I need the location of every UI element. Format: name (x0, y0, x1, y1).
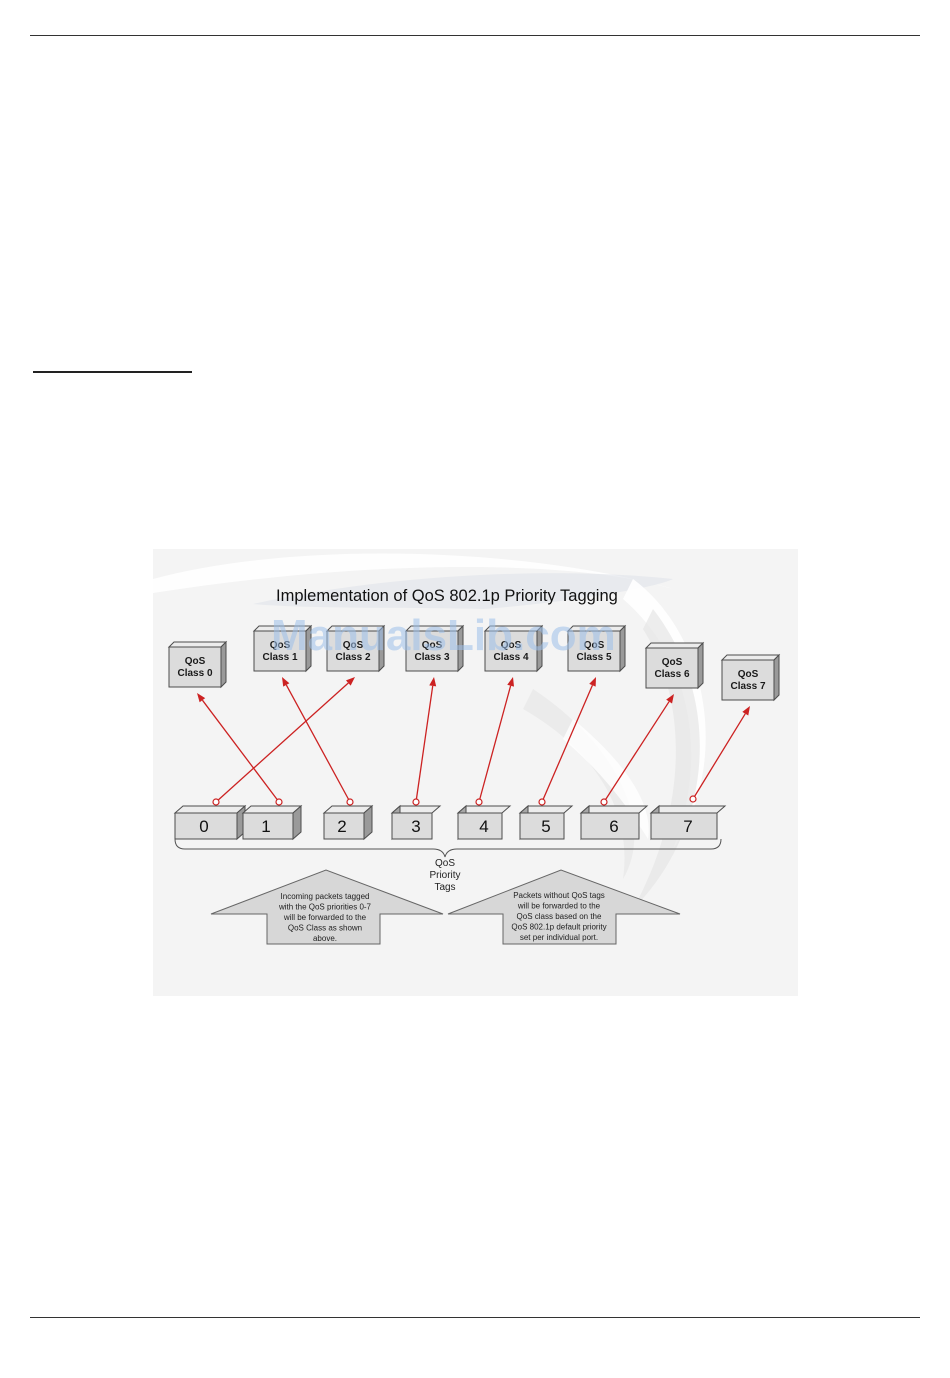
figure-title: Implementation of QoS 802.1p Priority Ta… (276, 587, 618, 605)
qos-class-2-line2: Class 2 (335, 652, 370, 663)
priority-tag-1-label: 1 (261, 817, 270, 836)
priority-tag-5-label: 5 (541, 817, 550, 836)
qos-class-1-line2: Class 1 (262, 652, 297, 663)
arrow-tag-2-to-class-1 (282, 677, 354, 806)
qos-class-2-line1: QoS (343, 640, 364, 651)
right-note-line3: QoS class based on the (517, 912, 602, 921)
header-rule (30, 35, 920, 36)
qos-class-0-line2: Class 0 (177, 668, 212, 679)
right-note-line5: set per individual port. (520, 933, 598, 942)
left-up-arrow (210, 869, 444, 945)
tags-caption-line1: QoS (435, 858, 455, 869)
tags-caption-line2: Priority (429, 870, 460, 881)
priority-tag-0-box: 0 (173, 804, 247, 841)
qos-class-5-line2: Class 5 (576, 652, 611, 663)
left-note-line4: QoS Class as shown (288, 924, 362, 933)
right-note-text: Packets without QoS tags will be forwarde… (511, 891, 606, 942)
priority-tag-boxes: 0 1 2 3 4 5 6 7 (173, 804, 727, 841)
qos-priority-tagging-figure: Implementation of QoS 802.1p Priority Ta… (153, 549, 798, 996)
arrow-tag-5-to-class-5 (538, 677, 596, 806)
qos-class-4-line2: Class 4 (493, 652, 528, 663)
priority-tag-2-label: 2 (337, 817, 346, 836)
priority-tag-4-box: 4 (456, 804, 512, 841)
left-note-line3: will be forwarded to the (283, 913, 367, 922)
tags-brace (174, 838, 722, 858)
right-note-line4: QoS 802.1p default priority (511, 923, 606, 932)
right-note-line1: Packets without QoS tags (513, 891, 605, 900)
left-note-line2: with the QoS priorities 0-7 (278, 903, 372, 912)
qos-class-3-line1: QoS (422, 640, 443, 651)
priority-tag-3-box: 3 (390, 804, 442, 841)
right-note-line2: will be forwarded to the (517, 902, 601, 911)
priority-tag-3-label: 3 (411, 817, 420, 836)
arrow-tag-0-to-class-2 (212, 677, 355, 806)
priority-tag-0-label: 0 (199, 817, 208, 836)
mapping-arrows (197, 677, 750, 806)
priority-tag-5-box: 5 (518, 804, 574, 841)
qos-class-4-line1: QoS (501, 640, 522, 651)
priority-tag-7-label: 7 (683, 817, 692, 836)
priority-tag-2-box: 2 (322, 804, 374, 841)
right-up-arrow (447, 869, 681, 945)
arrow-tag-4-to-class-4 (475, 677, 515, 806)
tags-caption-line3: Tags (434, 882, 455, 893)
qos-class-7-line2: Class 7 (730, 681, 765, 692)
arrow-tag-7-to-class-7 (689, 706, 750, 803)
footer-rule (30, 1317, 920, 1318)
left-note-line1: Incoming packets tagged (281, 892, 370, 901)
arrow-tag-3-to-class-3 (412, 677, 437, 806)
qos-class-6-line1: QoS (662, 657, 683, 668)
arrow-tag-1-to-class-0 (197, 693, 283, 806)
left-note-text: Incoming packets tagged with the QoS prio… (278, 892, 372, 943)
priority-tag-1-box: 1 (241, 804, 303, 841)
left-note-line5: above. (313, 934, 337, 943)
priority-tag-6-box: 6 (579, 804, 649, 841)
qos-class-3-line2: Class 3 (414, 652, 449, 663)
qos-class-0-line1: QoS (185, 656, 206, 667)
arrow-tag-6-to-class-6 (600, 694, 674, 806)
section-heading-underline (33, 371, 192, 373)
priority-tag-4-label: 4 (479, 817, 488, 836)
qos-class-7-line1: QoS (738, 669, 759, 680)
priority-tag-6-label: 6 (609, 817, 618, 836)
priority-tag-7-box: 7 (649, 804, 727, 841)
qos-class-5-line1: QoS (584, 640, 605, 651)
qos-class-6-line2: Class 6 (654, 669, 689, 680)
watermark: ManualsLib.com (271, 611, 616, 660)
qos-class-1-line1: QoS (270, 640, 291, 651)
background-swoosh (153, 553, 706, 909)
